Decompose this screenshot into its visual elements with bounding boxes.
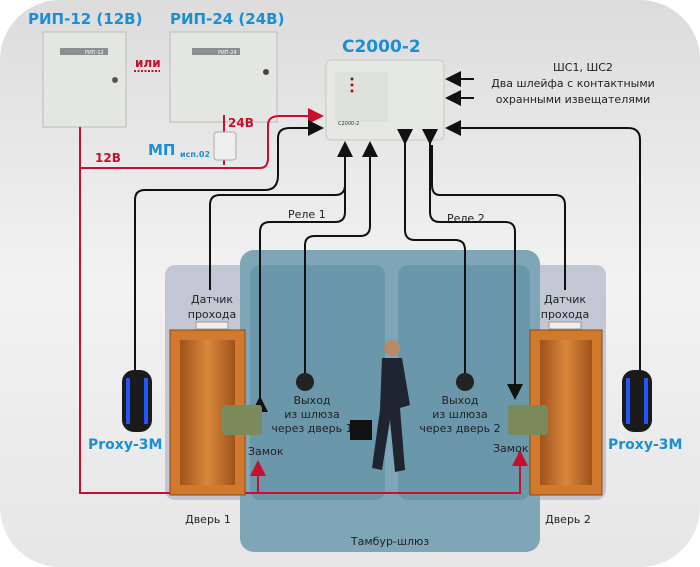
airlock-label: Тамбур-шлюз xyxy=(350,535,429,548)
exit2-label-3: через дверь 2 xyxy=(419,422,500,435)
exit-button-1 xyxy=(296,373,314,391)
rip24-title: РИП-24 (24В) xyxy=(170,10,284,28)
pass-sensor-left xyxy=(195,321,229,330)
controller-title: С2000-2 xyxy=(342,37,421,57)
mp-label: МП xyxy=(148,141,175,159)
reader-left-label: Proxy-3M xyxy=(88,437,162,453)
sensor-right-label: Датчик xyxy=(544,293,586,306)
door2-label: Дверь 2 xyxy=(545,513,591,526)
mp-variant: исп.02 xyxy=(180,150,210,159)
relay2-label: Реле 2 xyxy=(447,212,485,225)
lock-right xyxy=(508,405,548,435)
reader-right xyxy=(622,370,652,432)
loops-desc-2: охранными извещателями xyxy=(496,93,651,106)
person-figure xyxy=(350,340,410,472)
v24-label: 24В xyxy=(228,116,254,130)
svg-text:С2000-2: С2000-2 xyxy=(338,121,359,127)
rip12-device: РИП-12 xyxy=(42,31,127,128)
lock-left-label: Замок xyxy=(248,445,284,458)
rip24-device: РИП-24 xyxy=(169,31,278,123)
sensor-left-label: Датчик xyxy=(191,293,233,306)
pass-sensor-right xyxy=(548,321,582,330)
mp-device xyxy=(213,131,237,161)
exit1-label: Выход xyxy=(293,394,330,407)
exit-button-2 xyxy=(456,373,474,391)
loops-desc-1: Два шлейфа с контактными xyxy=(491,77,655,90)
svg-text:РИП-12: РИП-12 xyxy=(85,50,104,56)
reader-left xyxy=(122,370,152,432)
rip12-title: РИП-12 (12В) xyxy=(28,10,142,28)
svg-text:РИП-24: РИП-24 xyxy=(218,50,237,56)
relay1-label: Реле 1 xyxy=(288,208,326,221)
or-label: или xyxy=(135,56,161,70)
exit2-label-2: из шлюза xyxy=(432,408,487,421)
signal-wires xyxy=(134,71,641,412)
door1-label: Дверь 1 xyxy=(185,513,231,526)
reader-right-label: Proxy-3M xyxy=(608,437,682,453)
sensor-left-label-2: прохода xyxy=(188,308,237,321)
exit2-label: Выход xyxy=(441,394,478,407)
airlock-zone-left xyxy=(250,265,385,500)
exit1-label-2: из шлюза xyxy=(284,408,339,421)
lock-left xyxy=(222,405,262,435)
v12-label: 12В xyxy=(95,151,121,165)
sensor-right-label-2: прохода xyxy=(541,308,590,321)
lock-right-label: Замок xyxy=(493,442,529,455)
c2000-controller: С2000-2 xyxy=(325,59,445,141)
loops-title: ШС1, ШС2 xyxy=(553,61,613,74)
exit1-label-3: через дверь 1 xyxy=(271,422,352,435)
